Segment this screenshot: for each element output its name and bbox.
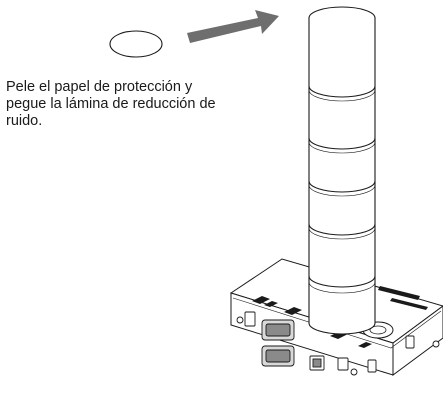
instruction-line-3: ruido. [6,113,43,129]
connectors [244,311,415,373]
instruction-text: Pele el papel de protección y pegue la l… [6,79,256,130]
screws [236,316,440,376]
direction-arrow [187,10,279,43]
instruction-line-2: pegue la lámina de reducción de [6,96,216,112]
top-labels [252,286,428,348]
instruction-line-1: Pele el papel de protección y [6,79,193,95]
noise-reduction-sheet [109,30,163,58]
signal-tower [308,6,376,335]
